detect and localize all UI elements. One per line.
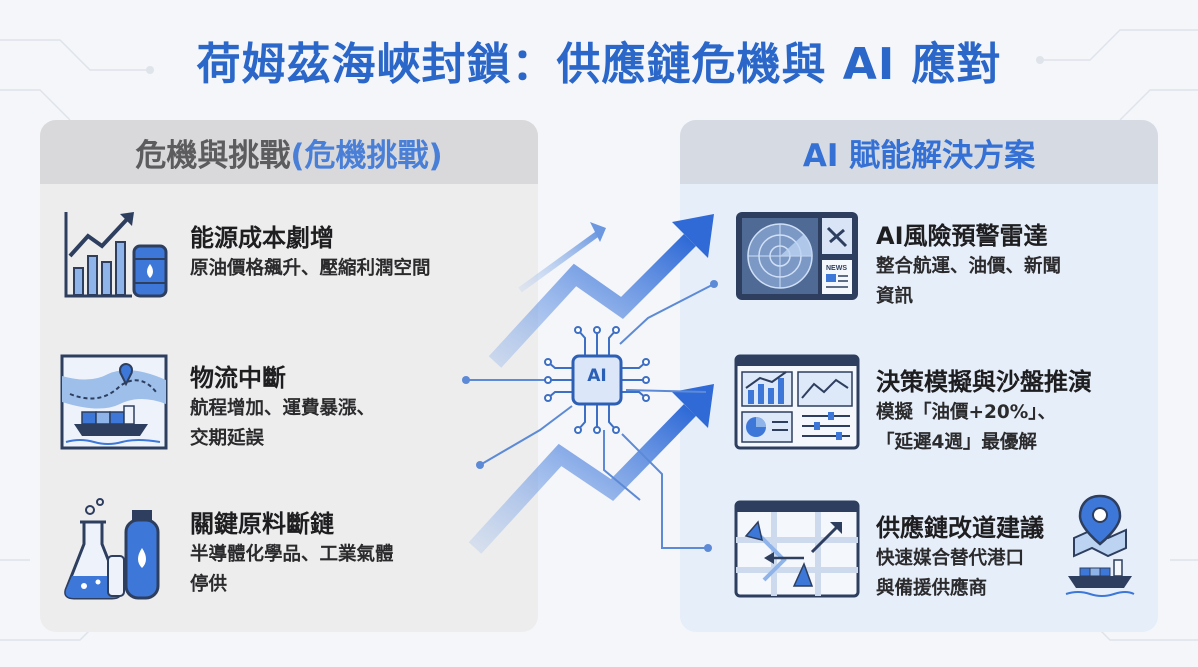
crisis-item-materials: 關鍵原料斷鏈 半導體化學品、工業氣體 停供 [40, 494, 538, 614]
crisis-header-accent: (危機挑戰) [290, 137, 443, 174]
page-title: 荷姆茲海峽封鎖：供應鏈危機與 AI 應對 [196, 39, 1002, 90]
crisis-item-desc: 半導體化學品、工業氣體 停供 [190, 540, 394, 600]
solution-item-reroute: 供應鏈改道建議 快速媒合替代港口 與備援供應商 [680, 494, 1158, 618]
crisis-item-desc-line: 航程增加、運費暴漲、 [190, 398, 376, 419]
solution-item-simulation: 決策模擬與沙盤推演 模擬「油價+20%」、 「延遲4週」最優解 [680, 352, 1158, 462]
crisis-item-desc: 原油價格飆升、壓縮利潤空間 [190, 254, 431, 284]
crisis-item-energy: 能源成本劇增 原油價格飆升、壓縮利潤空間 [40, 204, 538, 314]
solution-panel-header: AI 賦能解決方案 [680, 120, 1158, 184]
solution-item-desc-line: 整合航運、油價、新聞 [876, 256, 1062, 277]
shipping-route-map-icon [60, 354, 168, 450]
solution-item-desc: 快速媒合替代港口 與備援供應商 [876, 544, 1024, 604]
crisis-item-logistics: 物流中斷 航程增加、運費暴漲、 交期延誤 [40, 348, 538, 468]
crisis-item-title: 能源成本劇增 [190, 224, 334, 252]
solution-item-desc-line: 模擬「油價+20%」、 [876, 402, 1057, 423]
crisis-item-desc-line: 交期延誤 [190, 428, 265, 449]
crisis-item-title: 關鍵原料斷鏈 [190, 510, 334, 538]
solution-item-desc-line: 「延遲4週」最優解 [876, 432, 1037, 453]
ai-chip-label: AI [587, 366, 607, 386]
center-connector-graphic [462, 214, 718, 554]
crisis-item-desc: 航程增加、運費暴漲、 交期延誤 [190, 394, 375, 454]
solution-item-desc-line: 快速媒合替代港口 [876, 548, 1025, 569]
crisis-item-title: 物流中斷 [190, 364, 286, 392]
crisis-item-desc-line: 半導體化學品、工業氣體 [190, 544, 394, 565]
solution-item-desc: 整合航運、油價、新聞 資訊 [876, 252, 1061, 312]
thin-rising-arrow [518, 229, 602, 293]
bottom-rising-arrow [468, 404, 697, 554]
crisis-panel: 危機與挑戰 (危機挑戰) 能源成本劇增 原油價格飆升、壓縮利潤空間 [40, 120, 538, 632]
solution-item-desc: 模擬「油價+20%」、 「延遲4週」最優解 [876, 398, 1056, 458]
radar-satellite-news-icon: NEWS [734, 210, 860, 302]
crisis-panel-header: 危機與挑戰 (危機挑戰) [40, 120, 538, 184]
crisis-item-desc-line: 原油價格飆升、壓縮利潤空間 [190, 258, 431, 279]
simulation-dashboard-icon [734, 354, 860, 450]
solution-item-title: 供應鏈改道建議 [876, 514, 1044, 542]
solution-item-title: AI風險預警雷達 [876, 222, 1048, 250]
chemical-flask-gas-cylinder-icon [60, 498, 168, 602]
rising-chart-oil-barrel-icon [60, 204, 172, 304]
map-pin-ship-icon [1064, 494, 1136, 598]
solution-item-radar: NEWS AI風險預警雷達 整合航運、油價、新聞 資訊 [680, 206, 1158, 316]
crisis-header-main: 危機與挑戰 [135, 137, 291, 174]
top-rising-arrow [488, 233, 697, 368]
solution-panel: AI 賦能解決方案 NEWS AI風險預警雷 [680, 120, 1158, 632]
ai-chip-icon [544, 326, 650, 434]
svg-text:NEWS: NEWS [826, 265, 847, 272]
reroute-map-icon [734, 500, 860, 598]
solution-item-title: 決策模擬與沙盤推演 [876, 368, 1092, 396]
solution-item-desc-line: 資訊 [876, 286, 914, 307]
crisis-item-desc-line: 停供 [190, 574, 228, 595]
solution-item-desc-line: 與備援供應商 [876, 578, 988, 599]
